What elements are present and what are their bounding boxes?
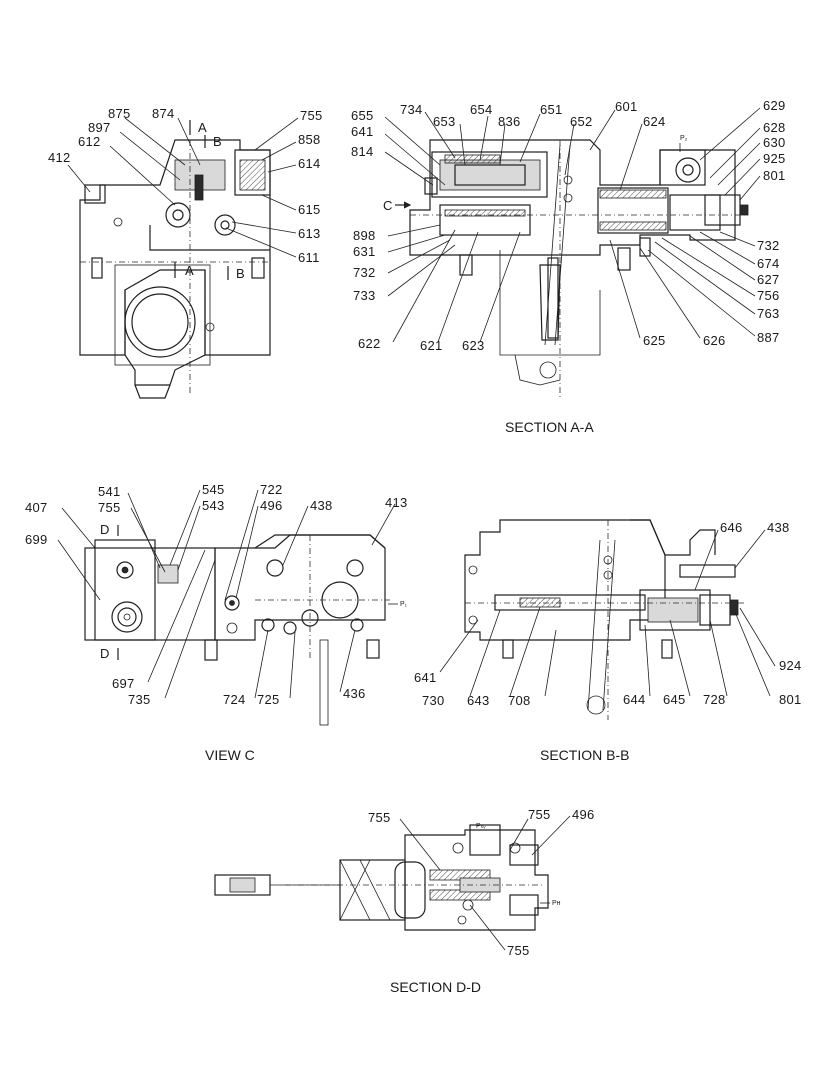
mark-d-top: D	[100, 522, 110, 537]
label-728: 728	[703, 692, 726, 707]
label-612: 612	[78, 134, 101, 149]
mark-c: C	[383, 198, 393, 213]
mark-b-top: B	[213, 134, 222, 149]
label-724: 724	[223, 692, 246, 707]
top-left-view: A B A B 412 612 897 875 874 755 858 614 …	[48, 106, 323, 399]
label-613: 613	[298, 226, 321, 241]
label-611: 611	[298, 250, 320, 265]
label-615: 615	[298, 202, 321, 217]
mark-a-top: A	[198, 120, 207, 135]
label-755: 755	[300, 108, 323, 123]
mark-d-bottom: D	[100, 646, 110, 661]
label-601: 601	[615, 99, 638, 114]
label-653: 653	[433, 114, 456, 129]
label-644: 644	[623, 692, 646, 707]
label-641: 641	[414, 670, 437, 685]
label-735: 735	[128, 692, 151, 707]
section-d-d-view: Pₛᵥ Pʜ 755 755 496 755 SECTION D-D	[214, 807, 595, 995]
label-708: 708	[508, 693, 531, 708]
label-898: 898	[353, 228, 376, 243]
label-733: 733	[353, 288, 376, 303]
label-654: 654	[470, 102, 493, 117]
label-897: 897	[88, 120, 111, 135]
label-756: 756	[757, 288, 780, 303]
caption-section-a-a: SECTION A-A	[505, 419, 594, 435]
label-875: 875	[108, 106, 131, 121]
label-925: 925	[763, 151, 786, 166]
label-755c: 755	[507, 943, 530, 958]
label-887: 887	[757, 330, 780, 345]
port-p1: P₁	[400, 601, 408, 608]
label-801: 801	[779, 692, 802, 707]
label-496: 496	[260, 498, 283, 513]
label-628: 628	[763, 120, 786, 135]
label-734: 734	[400, 102, 423, 117]
label-407: 407	[25, 500, 48, 515]
label-652: 652	[570, 114, 593, 129]
label-622: 622	[358, 336, 381, 351]
label-763: 763	[757, 306, 780, 321]
label-621: 621	[420, 338, 443, 353]
label-626: 626	[703, 333, 726, 348]
label-755b: 755	[528, 807, 551, 822]
label-836: 836	[498, 114, 521, 129]
label-645: 645	[663, 692, 686, 707]
label-623: 623	[462, 338, 485, 353]
label-631: 631	[353, 244, 376, 259]
label-625: 625	[643, 333, 666, 348]
label-541: 541	[98, 484, 121, 499]
label-801: 801	[763, 168, 786, 183]
label-858: 858	[298, 132, 321, 147]
label-436: 436	[343, 686, 366, 701]
label-725: 725	[257, 692, 280, 707]
label-655: 655	[351, 108, 374, 123]
port-p2: P₂	[680, 135, 688, 142]
label-814: 814	[351, 144, 374, 159]
label-732b: 732	[757, 238, 780, 253]
label-438: 438	[767, 520, 790, 535]
label-699: 699	[25, 532, 48, 547]
label-614: 614	[298, 156, 321, 171]
port-ph: Pʜ	[552, 900, 561, 907]
label-629: 629	[763, 98, 786, 113]
label-641: 641	[351, 124, 374, 139]
label-412: 412	[48, 150, 71, 165]
label-646: 646	[720, 520, 743, 535]
label-543: 543	[202, 498, 225, 513]
label-732a: 732	[353, 265, 376, 280]
label-874: 874	[152, 106, 175, 121]
label-697: 697	[112, 676, 135, 691]
label-730: 730	[422, 693, 445, 708]
port-psv: Pₛᵥ	[476, 823, 486, 830]
label-624: 624	[643, 114, 666, 129]
label-413: 413	[385, 495, 408, 510]
label-438: 438	[310, 498, 333, 513]
label-651: 651	[540, 102, 563, 117]
caption-view-c: VIEW C	[205, 747, 255, 763]
label-924: 924	[779, 658, 802, 673]
caption-section-d-d: SECTION D-D	[390, 979, 481, 995]
section-b-b-view: 646 438 641 730 643 708 644 645 728 801 …	[414, 519, 802, 763]
view-c-view: P₁ D D 407 541 545 722 755 543 496 438 4…	[25, 482, 408, 763]
label-674: 674	[757, 256, 780, 271]
label-755: 755	[98, 500, 121, 515]
label-722: 722	[260, 482, 283, 497]
section-a-a-view: P₂ C 655 734	[351, 98, 786, 435]
label-630: 630	[763, 135, 786, 150]
label-643: 643	[467, 693, 490, 708]
label-545: 545	[202, 482, 225, 497]
mark-b-bottom: B	[236, 266, 245, 281]
label-755a: 755	[368, 810, 391, 825]
label-496: 496	[572, 807, 595, 822]
label-627: 627	[757, 272, 780, 287]
caption-section-b-b: SECTION B-B	[540, 747, 629, 763]
mark-a-bottom: A	[185, 263, 194, 278]
